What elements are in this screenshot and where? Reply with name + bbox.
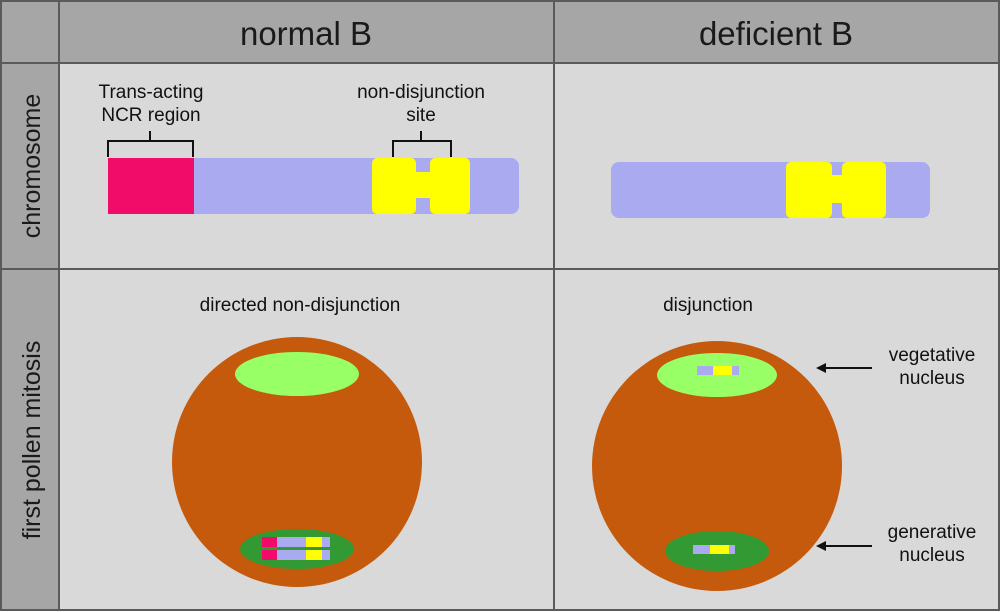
label-nondisjunction-line2: site xyxy=(406,105,436,126)
row-header-chromosome: chromosome xyxy=(18,94,46,239)
label-directed-nondisjunction: directed non-disjunction xyxy=(200,295,401,316)
label-nondisjunction-line1: non-disjunction xyxy=(357,82,485,103)
label-generative-line2: nucleus xyxy=(899,545,965,566)
nondisjunction-site-left xyxy=(372,158,416,214)
deficient-b-chromosome xyxy=(611,162,930,218)
mini-chromosome-generative xyxy=(693,545,735,554)
header-row-bg xyxy=(1,1,999,63)
nondisjunction-site-right xyxy=(430,158,470,214)
nondisjunction-site-bridge xyxy=(828,175,846,203)
vegetative-nucleus xyxy=(235,352,359,396)
mini-chromosome-vegetative xyxy=(697,366,739,375)
ncr-region xyxy=(108,158,194,214)
deficient-pollen-grain xyxy=(592,341,842,591)
mini-chromosome-1 xyxy=(262,537,330,547)
column-header-normal-b: normal B xyxy=(240,15,372,52)
normal-b-chromosome xyxy=(108,158,519,214)
column-header-deficient-b: deficient B xyxy=(699,15,853,52)
pollen-cell xyxy=(592,341,842,591)
label-vegetative-line1: vegetative xyxy=(889,345,976,366)
ncr-bracket xyxy=(107,131,194,157)
generative-nucleus xyxy=(240,529,354,569)
nondisjunction-bracket xyxy=(392,131,452,157)
row-header-first-pollen-mitosis: first pollen mitosis xyxy=(18,341,46,540)
pollen-cell xyxy=(172,337,422,587)
label-ncr-line1: Trans-acting xyxy=(99,82,204,103)
label-disjunction: disjunction xyxy=(663,295,753,316)
label-vegetative-line2: nucleus xyxy=(899,368,965,389)
mini-chromosome-2 xyxy=(262,550,330,560)
label-ncr-line2: NCR region xyxy=(101,105,200,126)
nondisjunction-site-left xyxy=(786,162,832,218)
label-generative-line1: generative xyxy=(888,522,977,543)
nondisjunction-site-bridge xyxy=(412,172,434,198)
nondisjunction-site-right xyxy=(842,162,886,218)
row-header-column-bg xyxy=(1,63,59,610)
normal-pollen-grain xyxy=(172,337,422,587)
